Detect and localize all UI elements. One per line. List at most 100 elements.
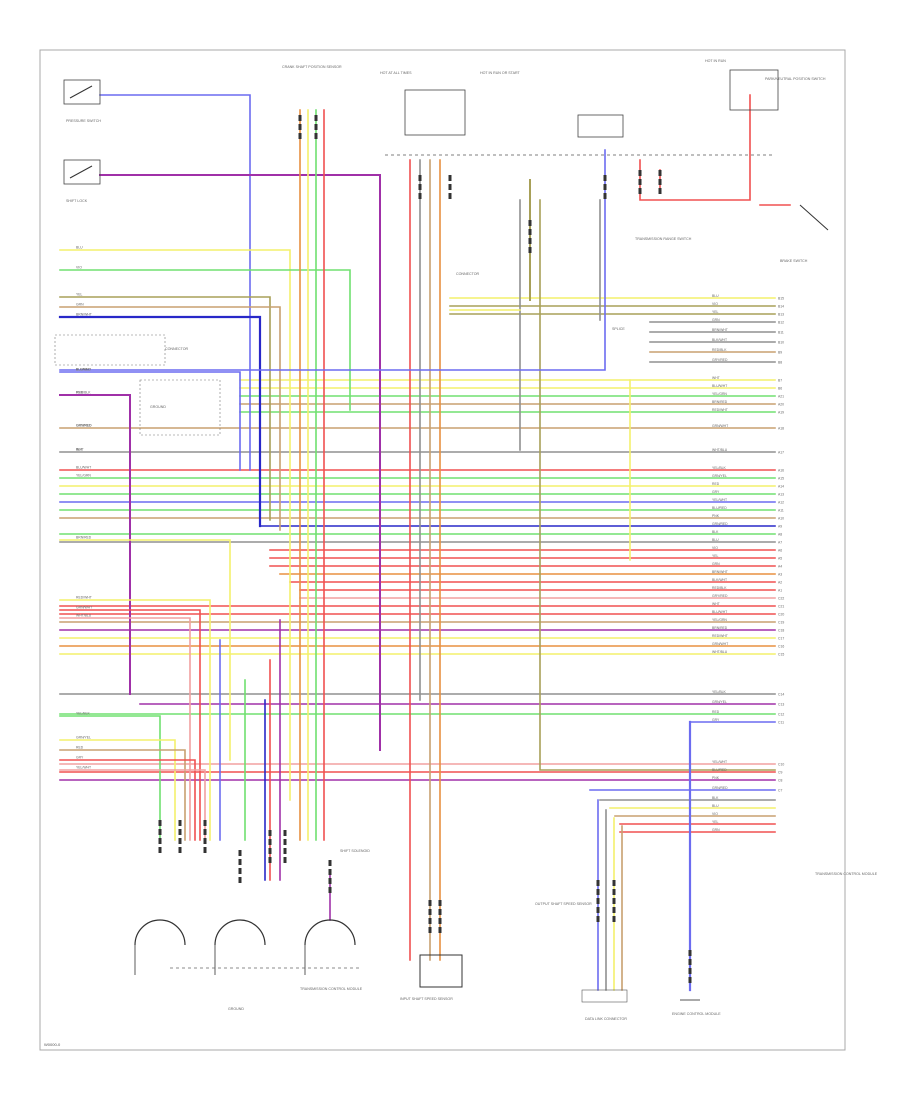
pin-label-right: C17 [778, 637, 784, 641]
pin-label-right: A17 [778, 451, 784, 455]
pin-label-left: YEL/WHT [76, 766, 91, 770]
wire-color-label: RED [712, 710, 720, 714]
wire-color-label: YEL/GRN [712, 392, 727, 396]
wire-color-label: BLU [712, 538, 719, 542]
pin-label-right: A13 [778, 493, 784, 497]
connector-outline [139, 379, 221, 436]
fuse-caption: HOT AT ALL TIMES [380, 71, 412, 75]
wire-color-label: BLK/WHT [712, 578, 727, 582]
pin-label-left: BLK/WHT [76, 368, 91, 372]
connector-pin [448, 175, 452, 181]
pin-label-left: GRN/WHT [76, 606, 92, 610]
connector-pin [658, 170, 662, 176]
pin-label-left: RED [76, 746, 84, 750]
wire [59, 739, 176, 841]
wire [59, 249, 291, 801]
pin-label-left: WHT/BLU [76, 614, 92, 618]
connector-pin [528, 229, 532, 235]
connector-pin [658, 188, 662, 194]
pin-label-right: C14 [778, 693, 784, 697]
component-caption: SPLICE [612, 327, 625, 331]
component-caption: SHIFT LOCK [66, 199, 88, 203]
connector-pin [203, 847, 207, 853]
wire-color-label: YEL [712, 820, 719, 824]
relay-symbol [729, 69, 779, 111]
component-caption: CONNECTOR [456, 272, 479, 276]
wire-color-label: WHT [712, 376, 720, 380]
pin-label-left: YEL/BLK [76, 712, 90, 716]
pin-label-left: GRN/RED [76, 424, 92, 428]
connector-pin [612, 880, 616, 886]
pin-label-right: A2 [778, 581, 782, 585]
wire-color-label: GRN [712, 318, 720, 322]
solenoid-icon [214, 919, 266, 946]
switch-contact [69, 85, 93, 99]
pin-label-left: WHT [76, 448, 84, 452]
connector-pin [283, 830, 287, 836]
pin-label-left: GRN/YEL [76, 736, 91, 740]
connector-pin [283, 848, 287, 854]
wire-color-label: BLK [712, 530, 719, 534]
pin-label-right: A6 [778, 549, 782, 553]
connector-pin [688, 968, 692, 974]
wire-color-label: GRN/WHT [712, 424, 728, 428]
pin-label-right: A18 [778, 427, 784, 431]
pin-label-right: A1 [778, 589, 782, 593]
connector-pin [328, 860, 332, 866]
wire-layer [58, 94, 791, 992]
connector-pin [638, 188, 642, 194]
connector-pin [158, 847, 162, 853]
fuse-caption: HOT IN RUN [705, 59, 726, 63]
component-caption: INPUT SHAFT SPEED SENSOR [400, 997, 453, 1001]
connector-pin [298, 115, 302, 121]
wire-color-label: GRN/YEL [712, 700, 727, 704]
pin-label-left: YEL/GRN [76, 474, 91, 478]
connector-pin [638, 170, 642, 176]
wire-color-label: BLU/WHT [712, 384, 727, 388]
pin-label-right: A20 [778, 403, 784, 407]
pin-label-right: B7 [778, 379, 782, 383]
wire [59, 599, 211, 841]
wire [59, 617, 191, 841]
wire-color-label: PNK [712, 514, 720, 518]
pin-label-right: C10 [778, 763, 784, 767]
connector-pin [418, 193, 422, 199]
connector-pin [418, 175, 422, 181]
connector-pin [428, 918, 432, 924]
sensor-icon [419, 954, 463, 988]
connector-pin [238, 868, 242, 874]
wire-color-label: YEL/GRN [712, 618, 727, 622]
wire-color-label: BRN/WHT [712, 328, 728, 332]
wire-color-label: YEL/BLK [712, 466, 726, 470]
wire-color-label: GRY/RED [712, 358, 728, 362]
component-caption: GROUND [228, 1007, 244, 1011]
pin-label-left: BRN/RED [76, 536, 92, 540]
wire [59, 749, 186, 841]
wire [99, 94, 251, 471]
sheet-frame [39, 49, 846, 1051]
connector-pin [283, 857, 287, 863]
pin-label-right: A14 [778, 485, 784, 489]
component-caption: TRANSMISSION CONTROL MODULE [300, 987, 363, 991]
connector-pin [438, 900, 442, 906]
pin-label-right: A19 [778, 411, 784, 415]
pin-label-right: A4 [778, 565, 782, 569]
pin-label-right: B13 [778, 313, 784, 317]
pin-label-right: C11 [778, 721, 784, 725]
pin-label-left: VIO [76, 266, 82, 270]
connector-pin [238, 877, 242, 883]
pin-label-right: A16 [778, 469, 784, 473]
wire [59, 269, 351, 411]
pin-label-right: A9 [778, 525, 782, 529]
component-caption: SHIFT SOLENOID [340, 849, 370, 853]
pin-label-left: BLK [76, 448, 83, 452]
pin-label-right: A21 [778, 395, 784, 399]
pin-label-right: B14 [778, 305, 784, 309]
pin-label-right: C22 [778, 597, 784, 601]
fuse-symbol [577, 114, 624, 138]
switch-symbol [63, 159, 101, 185]
pin-label-left: GRY [76, 756, 84, 760]
connector-pin [612, 889, 616, 895]
connector-pin [203, 838, 207, 844]
